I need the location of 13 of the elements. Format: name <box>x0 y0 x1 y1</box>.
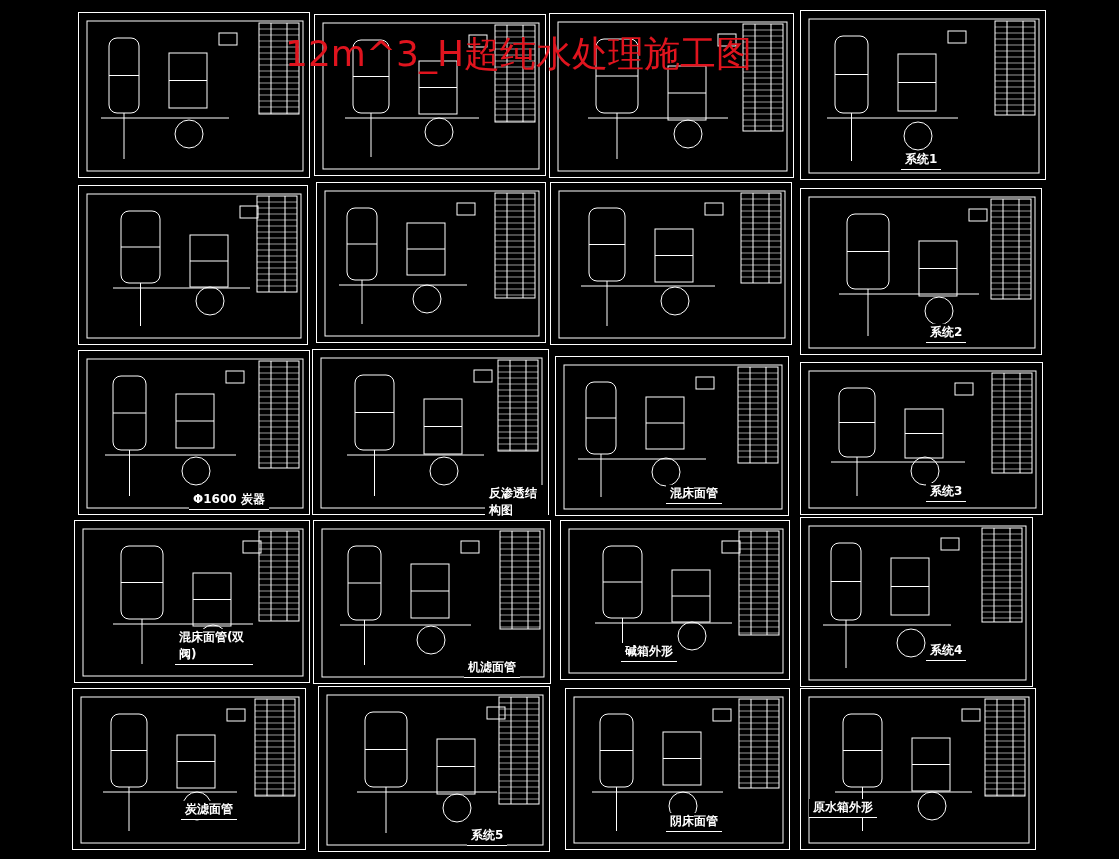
sheet-caption: 阴床面管 <box>666 813 722 832</box>
sheet-caption: 混床面管(双阀) <box>175 629 253 665</box>
sheet-caption: 混床面管 <box>666 485 722 504</box>
sheet-caption: 系统5 <box>467 827 508 846</box>
sheet-caption: 系统4 <box>926 642 967 661</box>
sheet-caption: 机滤面管 <box>464 659 520 678</box>
sheet-caption: 系统2 <box>926 324 967 343</box>
sheet-caption: 系统1 <box>901 151 942 170</box>
sheet-caption: 原水箱外形 <box>809 799 877 818</box>
sheet-caption: Φ1600 炭器 <box>189 491 269 510</box>
sheet-caption: 碱箱外形 <box>621 643 677 662</box>
sheet-caption: 系统3 <box>926 483 967 502</box>
sheet-caption: 炭滤面管 <box>181 801 237 820</box>
